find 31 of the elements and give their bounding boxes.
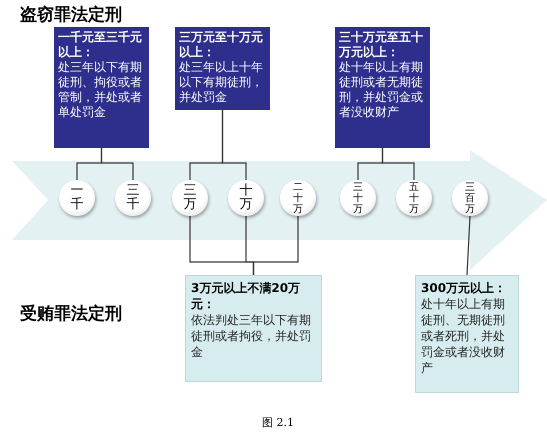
penalty-text: 处十年以上有期徒刑、无期徒刑或者死刑，并处罚金或者没收财产 [421,296,506,376]
section-title: 受贿罪法定刑 [20,303,122,325]
amount-heading: 三万元至十万元以上： [179,30,264,60]
amount-label: 三十万 [353,182,363,214]
penalty-text: 处三年以下有期徒刑、拘役或者管制，并处或者单处罚金 [58,60,143,120]
bracket-line [222,110,247,180]
bracket-line [100,148,134,180]
penalty-box [415,275,519,393]
amount-label: 一千 [70,184,84,212]
amount-heading: 3万元以上不满20万元： [191,280,302,312]
penalty-box [335,27,430,148]
penalty-text: 处十年以上有期徒刑或者无期徒刑，并处罚金或者没收财产 [339,60,424,120]
penalty-box [54,27,149,148]
amount-label: 十万 [240,184,252,212]
bracket-line [466,216,471,276]
amount-heading: 300万元以上： [421,280,508,296]
amount-label: 三百万 [465,182,475,214]
amount-label: 三万 [184,184,196,212]
amount-heading: 三十万元至五十万元以上： [339,30,424,60]
penalty-text: 依法判处三年以下有期徒刑或者拘役，并处罚金 [191,312,312,360]
penalty-box [175,27,270,110]
figure-caption: 图 2.1 [262,415,294,430]
amount-label: 二十万 [293,182,303,214]
penalty-text: 处三年以上十年以下有期徒刑，并处罚金 [179,60,264,105]
bracket-line [382,148,415,180]
section-title: 盗窃罪法定刑 [20,4,122,26]
amount-heading: 一千元至三千元以上： [58,30,143,60]
bracket-line [252,216,299,275]
amount-label: 五十万 [409,182,419,214]
amount-label: 三千 [126,184,140,212]
penalty-box [185,275,322,382]
